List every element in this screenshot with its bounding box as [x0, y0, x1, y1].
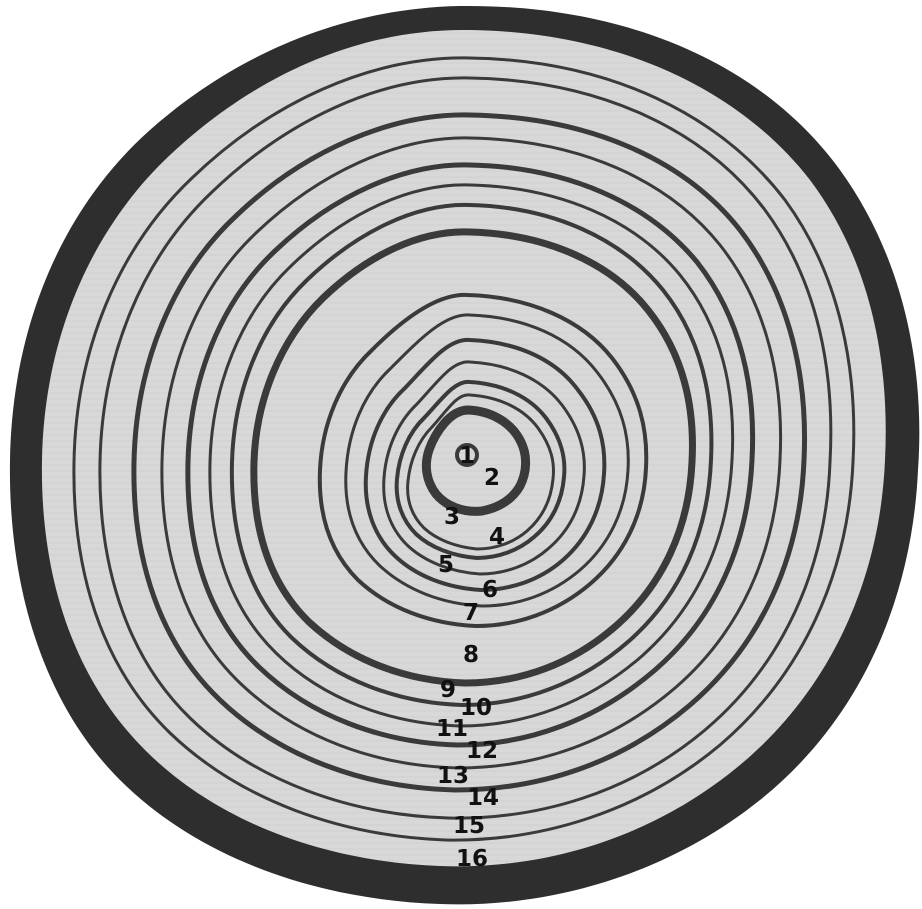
ring-label-2: 2 [484, 465, 500, 491]
ring-label-14: 14 [467, 785, 499, 811]
ring-label-6: 6 [482, 577, 498, 603]
ring-label-13: 13 [437, 763, 469, 789]
ring-label-15: 15 [453, 813, 485, 839]
ring-label-12: 12 [466, 738, 498, 764]
ring-label-9: 9 [440, 677, 456, 703]
ring-label-7: 7 [463, 600, 479, 626]
ring-label-3: 3 [444, 504, 460, 530]
ring-label-5: 5 [438, 552, 454, 578]
ring-label-11: 11 [436, 716, 468, 742]
ring-label-16: 16 [456, 846, 488, 872]
ring-label-1: 1 [459, 443, 475, 469]
ring-label-8: 8 [463, 642, 479, 668]
ring-label-4: 4 [489, 524, 505, 550]
